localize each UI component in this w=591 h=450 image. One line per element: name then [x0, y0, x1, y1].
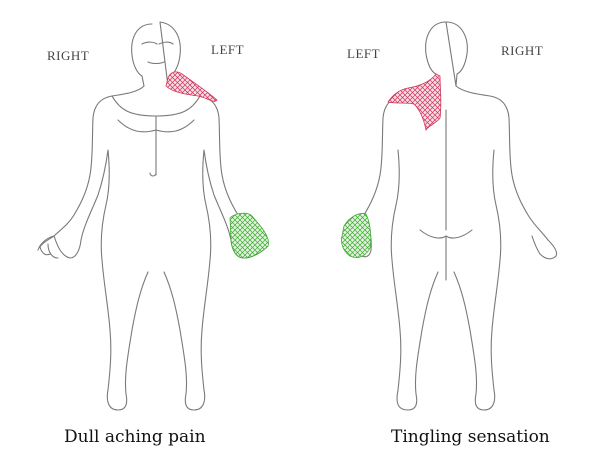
back-body-outline [344, 86, 557, 410]
back-figure-caption: Tingling sensation [391, 427, 550, 447]
back-pain-area [388, 74, 441, 130]
front-pain-area [166, 72, 217, 101]
back-body-figure [344, 22, 557, 410]
back-tingling-area [341, 214, 370, 258]
front-body-outline [40, 86, 238, 410]
back-head [426, 22, 468, 86]
front-tingling-area [230, 213, 269, 258]
front-figure-caption: Dull aching pain [64, 427, 206, 447]
